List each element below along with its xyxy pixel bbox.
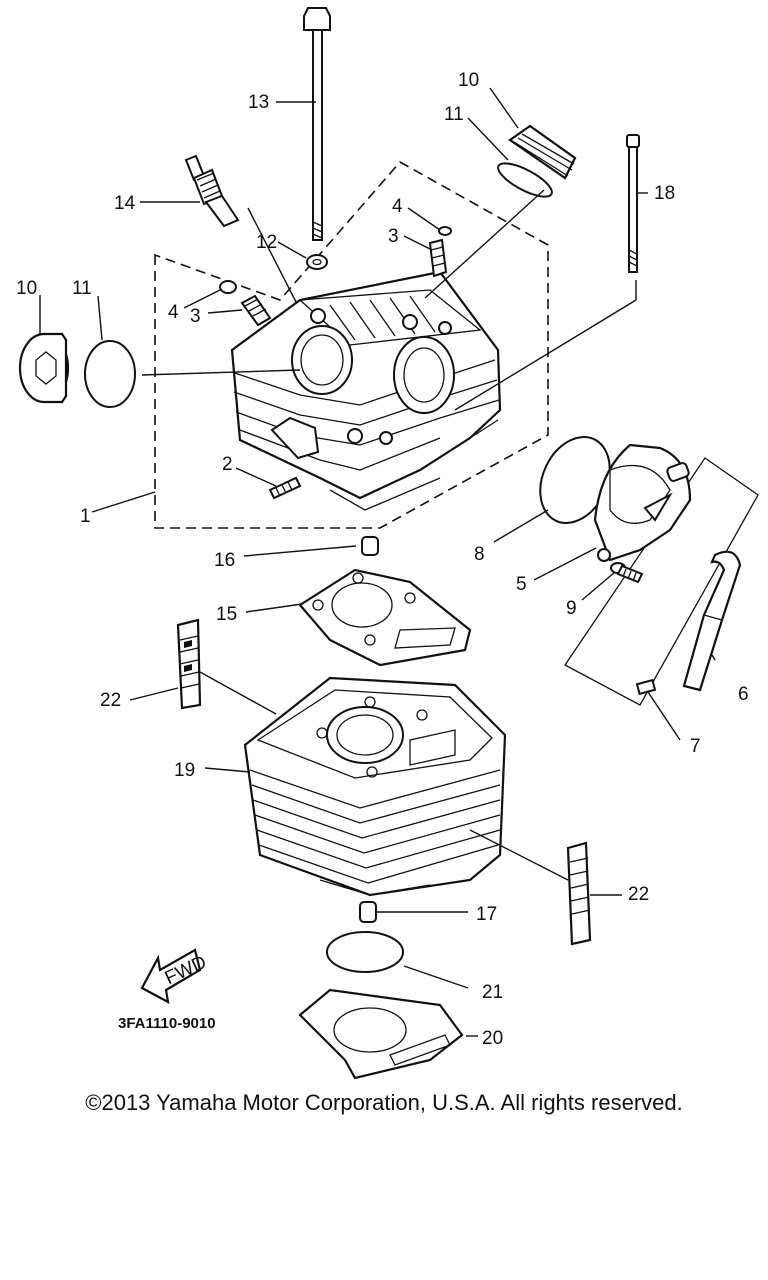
callout-13: 13: [248, 92, 269, 113]
copyright-notice: ©2013 Yamaha Motor Corporation, U.S.A. A…: [85, 1090, 683, 1115]
pin-3a: [240, 294, 272, 327]
callout-10b: 10: [458, 70, 479, 91]
callout-1: 1: [80, 506, 91, 527]
callout-5: 5: [516, 574, 527, 595]
cylinder-head: [230, 270, 502, 511]
washer: [306, 254, 328, 270]
callout-12: 12: [256, 232, 277, 253]
callout-3a: 3: [190, 306, 201, 327]
cover-bolt: [626, 134, 640, 273]
diagram-code: 3FA1110-9010: [118, 1015, 216, 1032]
callout-20: 20: [482, 1028, 503, 1049]
dowel-pin-16: [361, 536, 379, 556]
washer-hole: [312, 258, 322, 266]
cover-screw: [610, 562, 644, 584]
callout-4b: 4: [392, 196, 403, 217]
callout-11b: 11: [444, 104, 464, 125]
callout-19: 19: [174, 760, 195, 781]
callout-22a: 22: [100, 690, 121, 711]
callout-21: 21: [482, 982, 503, 1003]
leader-lines: [39, 87, 716, 1037]
breather-cover: [593, 443, 692, 562]
spark-plug: [184, 154, 240, 228]
head-assembly-boundary: [154, 160, 549, 529]
callout-labels: 1 2 3 3 4 4 5 6 7 8 9 10 10 11 11 12 13 …: [16, 70, 749, 1049]
callout-22b: 22: [628, 884, 649, 905]
forward-arrow-icon: FWD: [140, 948, 210, 1005]
long-stud-bolt: [303, 7, 331, 241]
breather-hose: [682, 550, 742, 692]
pin-3b: [428, 238, 448, 278]
callout-18: 18: [654, 183, 675, 204]
callout-6: 6: [738, 684, 749, 705]
callout-2: 2: [222, 454, 233, 475]
callout-7: 7: [690, 736, 701, 757]
exploded-parts-diagram: FWD 1 2: [16, 7, 759, 1080]
callout-8: 8: [474, 544, 485, 565]
hose-clip: [635, 678, 657, 696]
shim-right: [566, 841, 592, 946]
tappet-cover-left: [18, 332, 70, 404]
o-ring-4a: [219, 280, 237, 294]
callout-15: 15: [216, 604, 237, 625]
callout-17: 17: [476, 904, 497, 925]
callout-9: 9: [566, 598, 577, 619]
o-ring-right: [497, 162, 553, 198]
stud-bolt: [268, 476, 302, 500]
dowel-pin-17: [359, 901, 377, 923]
callout-3b: 3: [388, 226, 399, 247]
callout-10a: 10: [16, 278, 37, 299]
cylinder-o-ring: [326, 931, 404, 973]
head-gasket: [298, 568, 472, 667]
shim-left: [176, 618, 202, 710]
callout-4a: 4: [168, 302, 179, 323]
tappet-cover-right: [508, 124, 577, 180]
cylinder-block: [243, 676, 507, 897]
o-ring-4b: [438, 226, 452, 236]
base-gasket: [298, 988, 464, 1080]
callout-11a: 11: [72, 278, 92, 299]
callout-14: 14: [114, 193, 136, 214]
callout-16: 16: [214, 550, 235, 571]
o-ring-left: [84, 340, 136, 408]
